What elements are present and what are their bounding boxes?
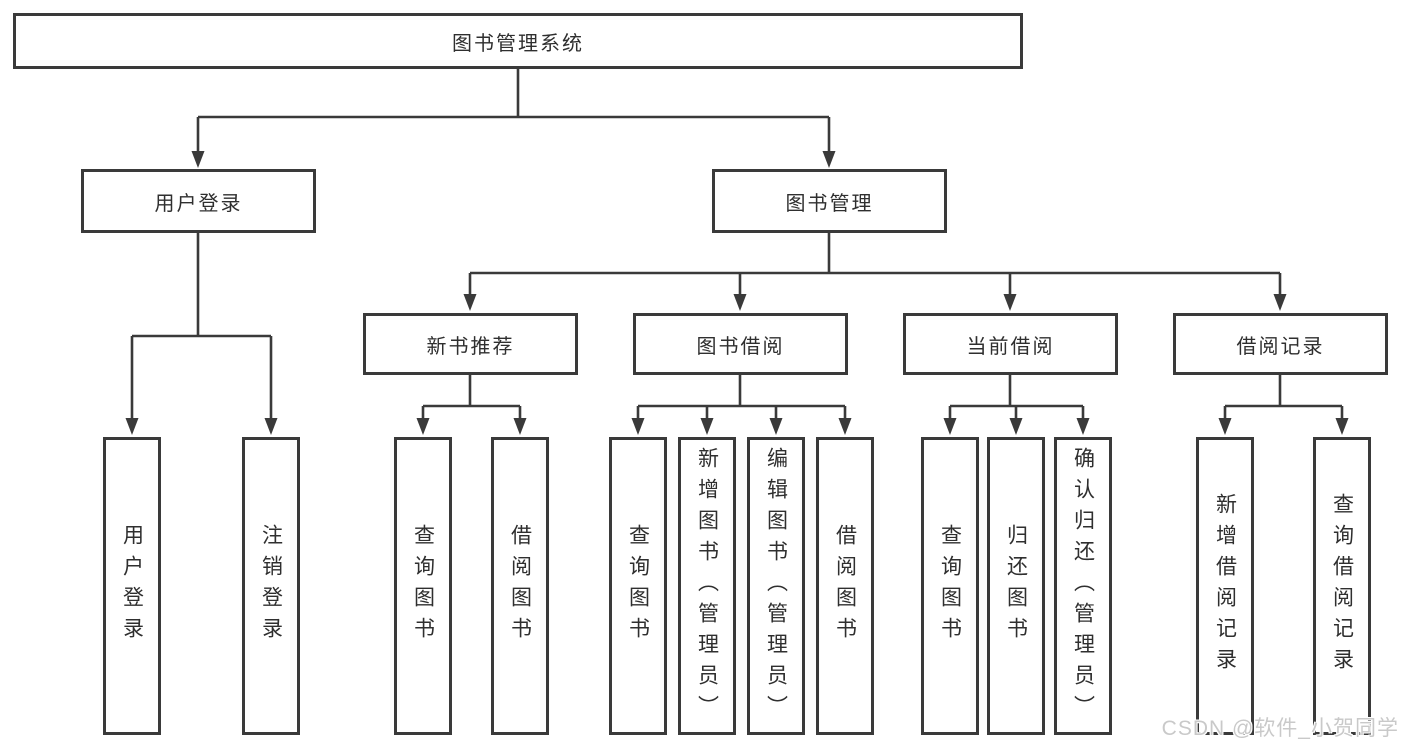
node-book-borrow: 图书借阅 [633,313,848,375]
node-book-borrow-label: 图书借阅 [696,335,785,358]
arrowhead [838,418,852,435]
connector-book-mgmt-children [468,233,1282,295]
leaf-add-book-admin: 新增图书（管理员） [678,437,736,735]
arrowhead [943,418,957,435]
leaf-current-query-books: 查询图书 [921,437,979,735]
leaf-add-borrow-record: 新增借阅记录 [1196,437,1254,735]
arrowhead [1273,294,1287,311]
arrowhead [191,151,205,168]
node-current-borrow-label: 当前借阅 [966,335,1055,358]
node-borrow-records-label: 借阅记录 [1236,335,1325,358]
leaf-query-borrow-record: 查询借阅记录 [1313,437,1371,735]
leaf-rec-query-books: 查询图书 [394,437,452,735]
connector-new-book-rec-children [421,375,522,419]
leaf-borrow-query-books: 查询图书 [609,437,667,735]
node-user-login-label: 用户登录 [154,192,243,215]
leaf-confirm-return-admin: 确认归还（管理员） [1054,437,1112,735]
arrowhead [463,294,477,311]
arrowhead [631,418,645,435]
leaf-query-borrow-record-label: 查询借阅记录 [1330,493,1354,679]
node-current-borrow: 当前借阅 [903,313,1118,375]
leaf-user-login-label: 用户登录 [120,524,144,648]
arrowhead [1009,418,1023,435]
leaf-add-borrow-record-label: 新增借阅记录 [1213,493,1237,679]
arrowhead [769,418,783,435]
leaf-logout-label: 注销登录 [259,524,283,648]
node-user-login: 用户登录 [81,169,316,233]
leaf-edit-book-admin: 编辑图书（管理员） [747,437,805,735]
leaf-edit-book-admin-label: 编辑图书（管理员） [764,446,788,726]
leaf-rec-borrow-books-label: 借阅图书 [508,524,532,648]
node-book-mgmt: 图书管理 [712,169,947,233]
connector-book-borrow-children [636,375,847,419]
leaf-logout: 注销登录 [242,437,300,735]
arrowhead [822,151,836,168]
leaf-return-book-label: 归还图书 [1004,524,1028,648]
arrowhead [700,418,714,435]
node-borrow-records: 借阅记录 [1173,313,1388,375]
leaf-current-query-books-label: 查询图书 [938,524,962,648]
arrowhead [416,418,430,435]
node-root: 图书管理系统 [13,13,1023,69]
node-book-mgmt-label: 图书管理 [785,192,874,215]
arrowhead [1003,294,1017,311]
connector-borrow-records-children [1223,375,1344,419]
arrowhead [125,418,139,435]
leaf-add-book-admin-label: 新增图书（管理员） [695,446,719,726]
csdn-watermark: CSDN @软件_小贺同学 [1161,717,1399,740]
leaf-rec-borrow-books: 借阅图书 [491,437,549,735]
leaf-borrow-query-books-label: 查询图书 [626,524,650,648]
arrowhead [733,294,747,311]
leaf-borrow-book-label: 借阅图书 [833,524,857,648]
leaf-rec-query-books-label: 查询图书 [411,524,435,648]
arrowhead [264,418,278,435]
arrowhead [1335,418,1349,435]
arrowhead [513,418,527,435]
connector-root-to-level2 [196,69,831,152]
node-new-book-rec: 新书推荐 [363,313,578,375]
leaf-return-book: 归还图书 [987,437,1045,735]
arrowhead [1076,418,1090,435]
node-new-book-rec-label: 新书推荐 [426,335,515,358]
arrowhead [1218,418,1232,435]
leaf-borrow-book: 借阅图书 [816,437,874,735]
connector-current-borrow-children [948,375,1085,419]
leaf-user-login: 用户登录 [103,437,161,735]
node-root-label: 图书管理系统 [452,32,584,55]
connector-user-login-children [130,233,273,419]
leaf-confirm-return-admin-label: 确认归还（管理员） [1071,446,1095,726]
